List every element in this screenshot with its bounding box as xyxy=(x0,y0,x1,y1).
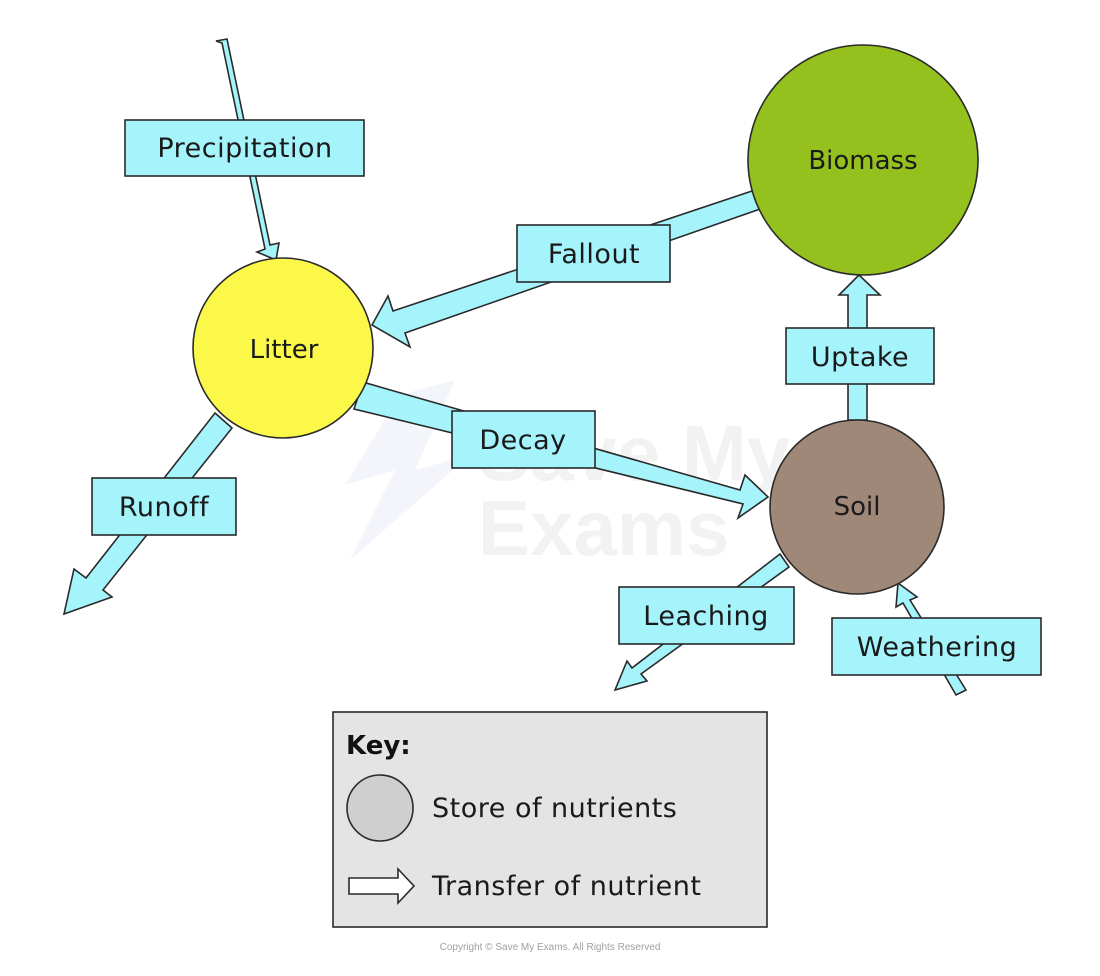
decay-label-box: Decay xyxy=(451,410,596,469)
key-title: Key: xyxy=(346,731,411,761)
runoff-label-box: Runoff xyxy=(91,477,237,536)
uptake-label: Uptake xyxy=(811,342,909,373)
flow-labels: Precipitation Fallout Uptake Decay Runof… xyxy=(91,119,1042,676)
copyright-text: Copyright © Save My Exams. All Rights Re… xyxy=(440,942,661,953)
watermark-line2: Exams xyxy=(478,484,730,572)
soil-node: Soil xyxy=(769,419,945,595)
leaching-label: Leaching xyxy=(643,601,768,632)
litter-label: Litter xyxy=(250,335,319,365)
litter-node: Litter xyxy=(192,257,374,439)
biomass-circle xyxy=(747,44,979,276)
fallout-label: Fallout xyxy=(548,239,640,270)
key-store-label: Store of nutrients xyxy=(432,793,677,824)
biomass-node: Biomass xyxy=(747,44,979,276)
key-panel: Key: Store of nutrients Transfer of nutr… xyxy=(332,711,768,928)
watermark-bolt-icon xyxy=(345,380,470,560)
decay-label: Decay xyxy=(479,425,566,456)
runoff-label: Runoff xyxy=(119,492,210,523)
nodes: Biomass Litter Soil xyxy=(192,44,979,595)
litter-circle xyxy=(192,257,374,439)
soil-circle xyxy=(769,419,945,595)
weathering-label: Weathering xyxy=(857,632,1017,663)
key-transfer-label: Transfer of nutrient xyxy=(431,871,701,902)
soil-label: Soil xyxy=(834,492,881,522)
weathering-label-box: Weathering xyxy=(831,617,1042,676)
uptake-label-box: Uptake xyxy=(785,327,935,385)
transfer-arrow-icon xyxy=(348,866,416,906)
precipitation-label: Precipitation xyxy=(157,133,332,164)
fallout-label-box: Fallout xyxy=(516,224,671,283)
store-circle-icon xyxy=(346,774,414,842)
biomass-label: Biomass xyxy=(808,146,917,176)
leaching-label-box: Leaching xyxy=(618,586,795,645)
precipitation-label-box: Precipitation xyxy=(124,119,365,177)
